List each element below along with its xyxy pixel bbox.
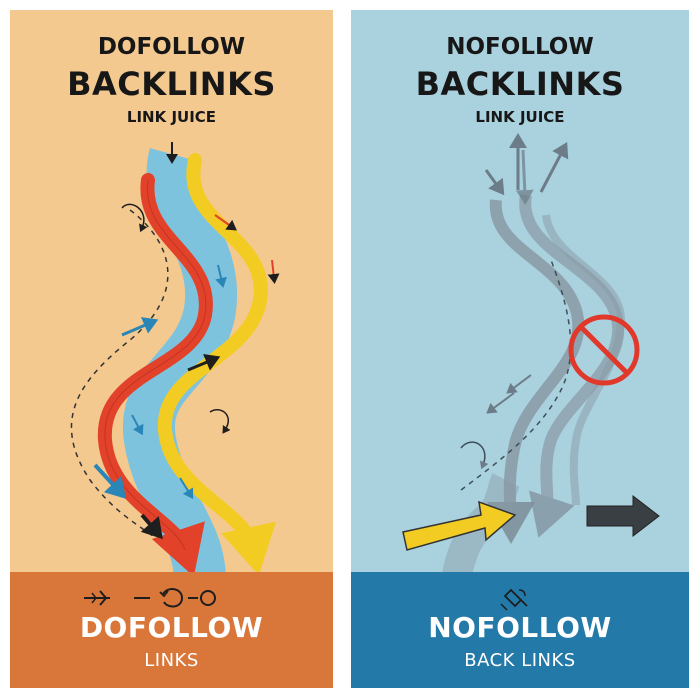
dofollow-flow-illustration <box>70 142 280 580</box>
dashed-path <box>460 259 572 491</box>
gray-flow-arrow <box>542 214 626 506</box>
dashed-path <box>70 209 171 551</box>
arrow-icon <box>484 169 505 196</box>
dofollow-footer-title: DOFOLLOW <box>79 611 264 644</box>
nofollow-footer-subtitle: BACK LINKS <box>464 650 576 671</box>
nofollow-flow-illustration <box>402 133 660 580</box>
arrow-icon <box>515 149 534 205</box>
dofollow-title-main: BACKLINKS <box>67 65 276 103</box>
arrow-icon <box>214 214 237 231</box>
refresh-cycle-icon <box>159 588 184 608</box>
no-entry-icon <box>568 314 640 386</box>
arrow-icon <box>506 374 532 394</box>
nofollow-footer: NOFOLLOW BACK LINKS <box>351 572 689 688</box>
arrow-icon <box>179 477 194 500</box>
arrow-icon <box>140 513 163 540</box>
arrow-icon <box>539 142 569 193</box>
circle-icon <box>200 590 216 606</box>
arrow-icon <box>267 259 280 284</box>
nofollow-title-main: BACKLINKS <box>415 65 625 103</box>
nofollow-subtitle: LINK JUICE <box>475 108 565 126</box>
curl-icon <box>209 409 231 434</box>
nofollow-panel: NOFOLLOW BACKLINKS LINK JUICE <box>351 10 689 688</box>
link-juice-stream <box>122 148 238 580</box>
arrow-icon <box>187 354 221 372</box>
arrow-icon <box>131 414 144 436</box>
arrow-icon <box>215 264 227 288</box>
nofollow-title-top: NOFOLLOW <box>446 34 594 60</box>
arrow-icon <box>121 317 159 337</box>
satellite-icon <box>500 588 528 611</box>
dofollow-title-top: DOFOLLOW <box>97 34 246 60</box>
curl-icon <box>121 203 148 233</box>
dofollow-subtitle: LINK JUICE <box>126 108 217 126</box>
curl-icon <box>460 441 489 470</box>
gray-flow-arrow <box>486 199 585 544</box>
yellow-arrow-icon <box>402 500 517 551</box>
arrow-right-icon <box>586 494 660 538</box>
dofollow-footer: DOFOLLOW LINKS <box>10 572 333 688</box>
dofollow-footer-subtitle: LINKS <box>144 650 199 671</box>
airplane-icon <box>84 590 110 606</box>
arrow-icon <box>93 463 127 499</box>
arrow-icon <box>486 392 515 414</box>
dofollow-panel: DOFOLLOW BACKLINKS LINK JUICE <box>10 10 333 688</box>
nofollow-footer-title: NOFOLLOW <box>428 611 612 644</box>
